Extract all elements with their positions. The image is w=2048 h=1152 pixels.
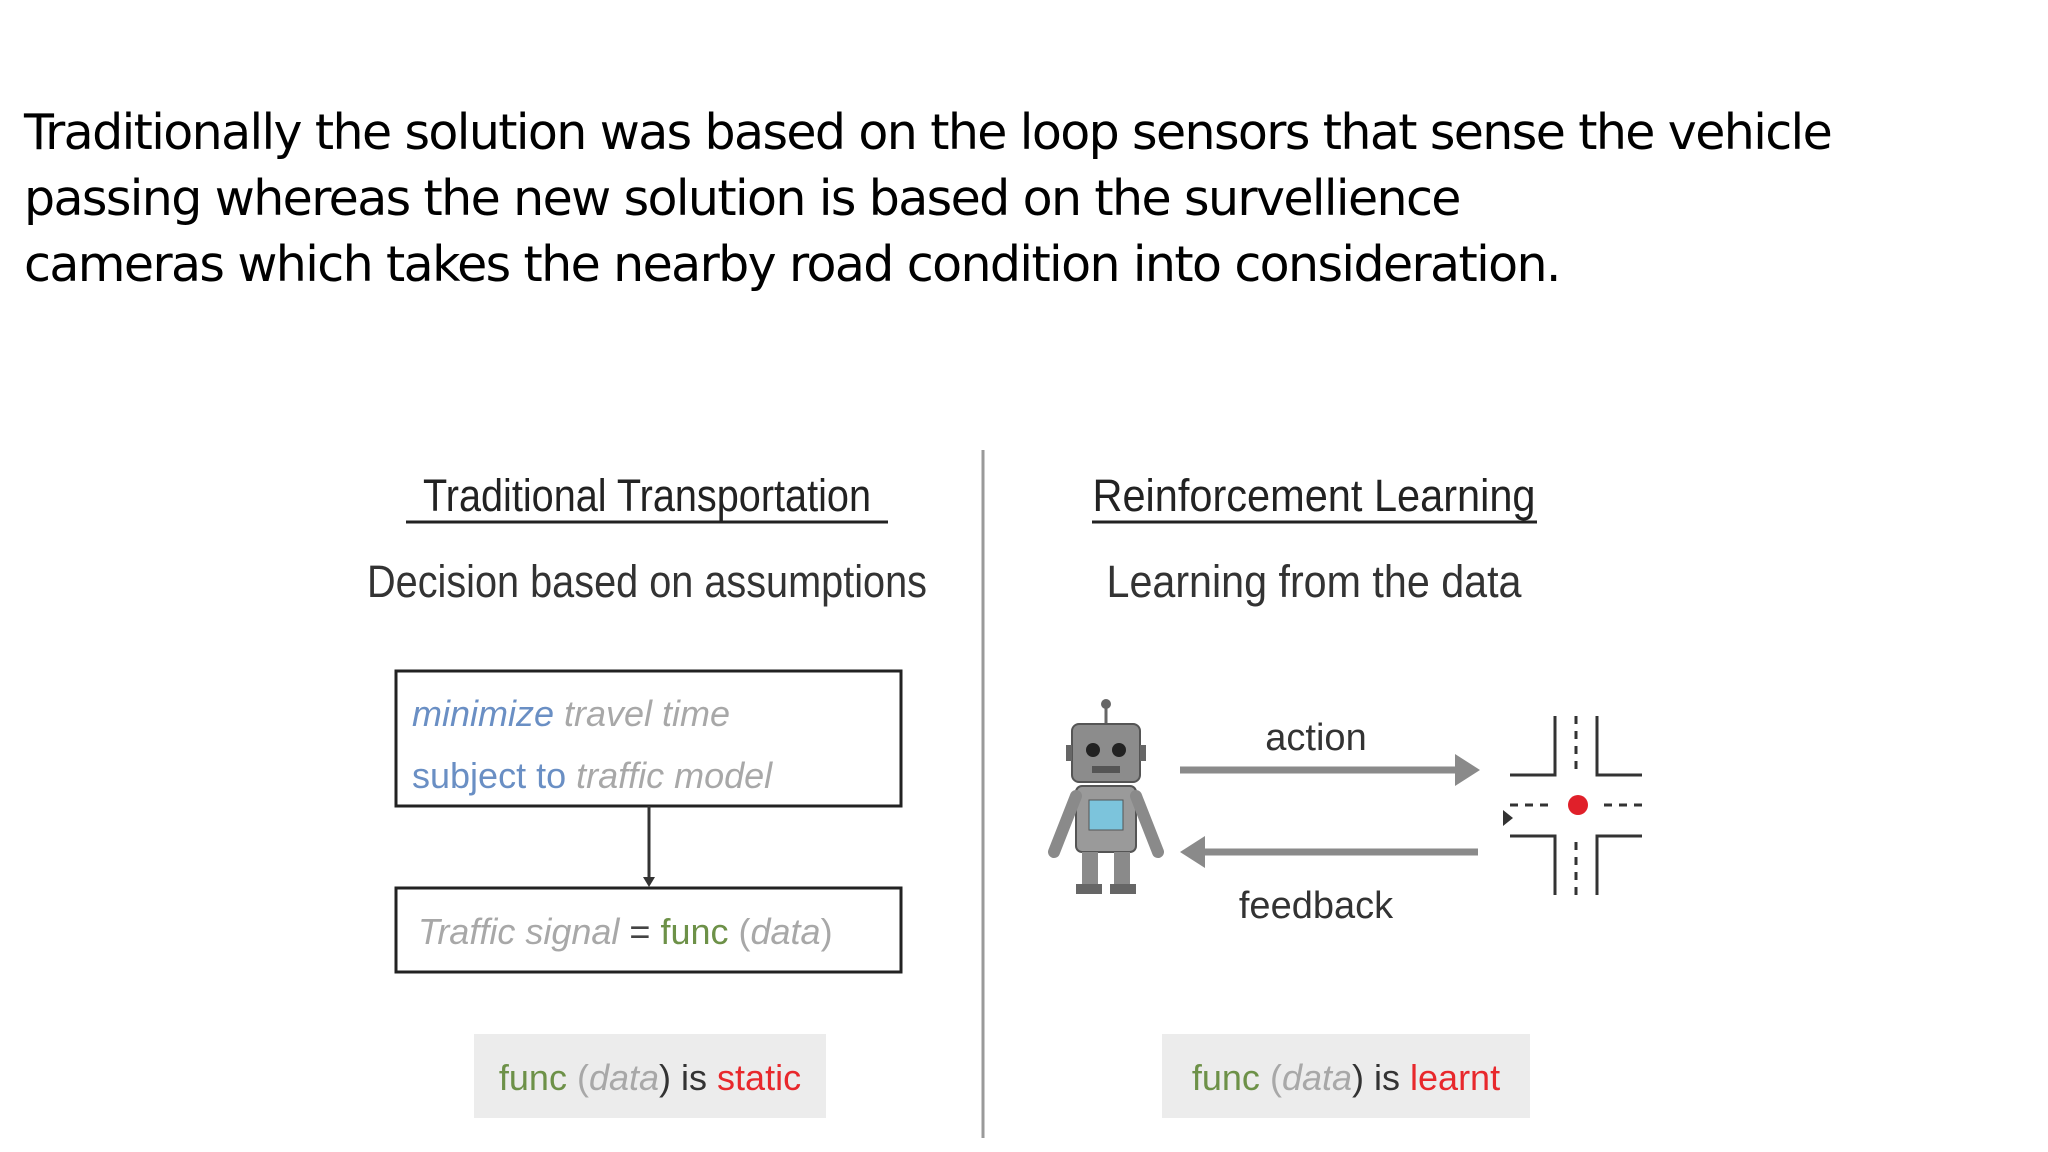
traffic-signal-text: Traffic signal: [418, 911, 620, 952]
action-arrowhead: [1455, 754, 1480, 786]
caption-is: is: [671, 1057, 717, 1098]
robot-agent-icon: [1048, 699, 1164, 894]
caption-static-word: static: [717, 1057, 801, 1098]
red-signal-light: [1568, 795, 1588, 815]
traffic-model-text: traffic model: [566, 755, 773, 796]
body-line-1: Traditionally the solution was based on …: [24, 104, 1833, 161]
left-title: Traditional Transportation: [423, 470, 871, 521]
paren-close: ): [821, 911, 833, 952]
left-caption: func (data) is static: [499, 1057, 801, 1098]
minimize-keyword: minimize: [412, 693, 554, 734]
objective-box: [394, 669, 903, 808]
right-title: Reinforcement Learning: [1093, 470, 1536, 521]
caption-data-arg: data: [1282, 1057, 1352, 1098]
travel-time-text: travel time: [554, 693, 730, 734]
slide-body-text: Traditionally the solution was based on …: [24, 100, 1984, 298]
right-caption-background: [1162, 1034, 1530, 1118]
objective-line-1: minimize travel time: [412, 693, 730, 734]
body-line-2: passing whereas the new solution is base…: [24, 170, 1461, 227]
objective-line-2: subject to traffic model: [412, 755, 773, 796]
caption-func: func: [1192, 1057, 1260, 1098]
caption-paren-close: ): [659, 1057, 671, 1098]
caption-learnt-word: learnt: [1410, 1057, 1500, 1098]
intersection-environment-icon: [1503, 716, 1642, 895]
caption-paren-close: ): [1352, 1057, 1364, 1098]
caption-is: is: [1364, 1057, 1410, 1098]
right-caption: func (data) is learnt: [1192, 1057, 1500, 1098]
caption-func: func: [499, 1057, 567, 1098]
left-subtitle: Decision based on assumptions: [367, 556, 927, 607]
body-line-3: cameras which takes the nearby road cond…: [24, 236, 1562, 293]
right-subtitle: Learning from the data: [1107, 556, 1523, 607]
caption-data-arg: data: [589, 1057, 659, 1098]
box-connector-arrowhead: [643, 877, 655, 887]
data-arg: data: [750, 911, 820, 952]
signal-function-box: [394, 886, 903, 974]
left-caption-background: [474, 1034, 826, 1118]
equals-sign: =: [619, 911, 660, 952]
func-keyword: func: [660, 911, 728, 952]
caption-paren-open: (: [1260, 1057, 1282, 1098]
subject-to-keyword: subject to: [412, 755, 566, 796]
feedback-label: feedback: [1239, 885, 1394, 927]
action-label: action: [1265, 717, 1366, 759]
signal-function-text: Traffic signal = func (data): [418, 911, 833, 952]
feedback-arrowhead: [1180, 836, 1205, 868]
caption-paren-open: (: [567, 1057, 589, 1098]
paren-open: (: [728, 911, 750, 952]
